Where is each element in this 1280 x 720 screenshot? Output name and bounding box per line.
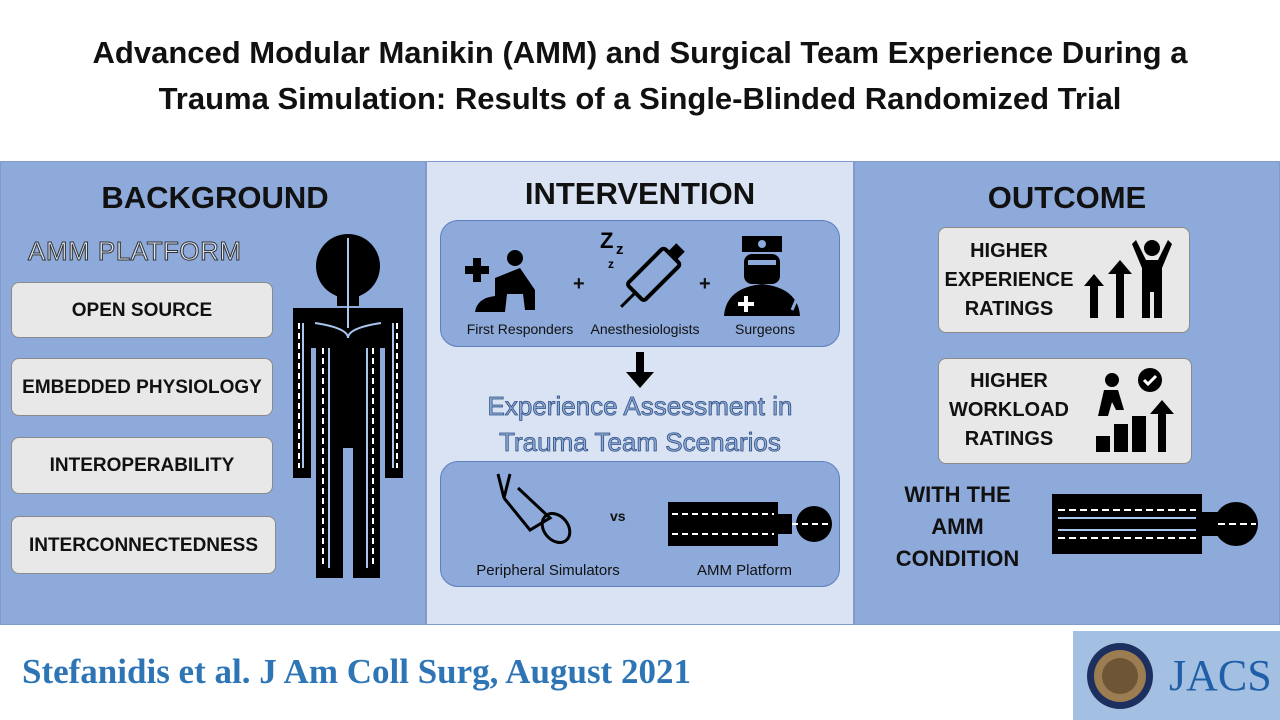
assessment-line-2: Trauma Team Scenarios (499, 427, 782, 458)
outcome-text-line: RATINGS (964, 428, 1054, 450)
climbing-steps-icon (1096, 368, 1174, 452)
compare-left-label: Peripheral Simulators (476, 562, 620, 579)
outcome-text-line: RATINGS (964, 298, 1054, 320)
background-item: INTERCONNECTEDNESS (11, 516, 276, 574)
surgeon-icon (724, 236, 806, 316)
vs-label: vs (610, 508, 626, 524)
group-label: Anesthesiologists (590, 321, 700, 337)
human-body-icon (293, 234, 403, 578)
amm-platform-label: AMM PLATFORM (28, 236, 242, 267)
syringe-sleep-icon: Z z z (600, 228, 685, 308)
title-line-2: Trauma Simulation: Results of a Single-B… (158, 81, 1122, 116)
intervention-heading: INTERVENTION (524, 176, 756, 211)
background-heading: BACKGROUND (101, 180, 329, 215)
condition-text: WITH THE AMM CONDITION (880, 479, 1035, 575)
plus-sign: + (699, 273, 711, 295)
background-item: EMBEDDED PHYSIOLOGY (11, 358, 273, 416)
condition-line: CONDITION (895, 546, 1020, 571)
svg-text:z: z (608, 257, 614, 271)
outcome-text-line: WORKLOAD (949, 399, 1069, 421)
growth-arrows-person-icon (1084, 240, 1172, 318)
outcome-heading: OUTCOME (987, 180, 1147, 215)
college-seal-icon (1087, 642, 1153, 709)
condition-line: WITH THE (904, 482, 1011, 507)
arrow-down-icon (626, 352, 654, 388)
outcome-text-line: HIGHER (970, 240, 1048, 262)
peripheral-arm-icon (496, 473, 572, 544)
background-item: INTEROPERABILITY (11, 437, 273, 494)
svg-text:Z: Z (600, 228, 613, 253)
cpr-icon (465, 250, 535, 312)
amm-manikin-icon (1052, 494, 1258, 554)
page-title: Advanced Modular Manikin (AMM) and Surgi… (0, 30, 1280, 122)
jacs-logo: JACS (1073, 631, 1280, 720)
condition-line: AMM (931, 514, 984, 539)
compare-right-label: AMM Platform (696, 562, 792, 579)
outcome-text-line: EXPERIENCE (944, 269, 1074, 291)
outcome-experience-text: HIGHER EXPERIENCE RATINGS (938, 237, 1080, 324)
citation: Stefanidis et al. J Am Coll Surg, August… (22, 652, 691, 691)
outcome-workload-text: HIGHER WORKLOAD RATINGS (938, 367, 1080, 454)
background-item: OPEN SOURCE (11, 282, 273, 338)
title-line-1: Advanced Modular Manikin (AMM) and Surgi… (92, 35, 1188, 70)
group-label: Surgeons (735, 321, 795, 337)
plus-sign: + (573, 273, 585, 295)
svg-text:z: z (616, 241, 624, 258)
jacs-wordmark: JACS (1169, 651, 1272, 700)
assessment-line-1: Experience Assessment in (487, 391, 793, 422)
amm-manikin-icon (668, 502, 832, 546)
outcome-text-line: HIGHER (970, 370, 1048, 392)
group-label: First Responders (466, 321, 574, 337)
